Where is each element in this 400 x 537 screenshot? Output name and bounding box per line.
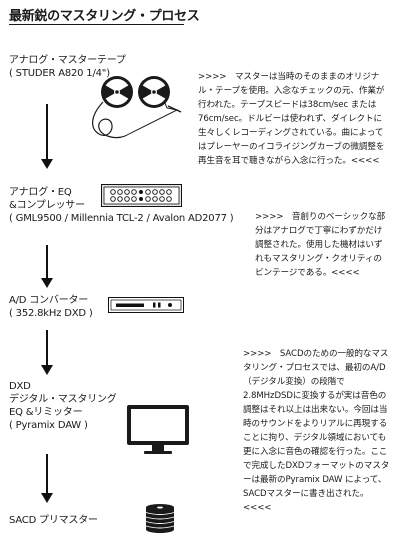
stage-detail: ( Pyramix DAW ) bbox=[9, 420, 88, 431]
converter-icon bbox=[108, 297, 184, 313]
stage-ad-converter: A/D コンバーター ( 352.8kHz DXD ) bbox=[9, 294, 93, 320]
stage-label: DXD bbox=[9, 381, 31, 392]
stage-label: &コンプレッサー bbox=[9, 200, 85, 211]
stage-analog-eq: アナログ・EQ &コンプレッサー ( GML9500 / Millennia T… bbox=[9, 186, 234, 225]
monitor-icon bbox=[127, 405, 189, 454]
stage-dxd-digital-mastering: DXD デジタル・マスタリング EQ &リミッター ( Pyramix DAW … bbox=[9, 380, 117, 432]
stage-label: SACD プリマスター bbox=[9, 515, 98, 526]
stage-label: A/D コンバーター bbox=[9, 295, 89, 306]
stage-label: デジタル・マスタリング bbox=[9, 394, 117, 405]
flow-arrow bbox=[41, 330, 53, 375]
stage-detail: ( STUDER A820 1/4") bbox=[9, 68, 110, 79]
stage-sacd-premaster: SACD プリマスター bbox=[9, 514, 98, 527]
eq-unit-icon bbox=[101, 184, 182, 207]
note-master-tape: >>>> マスターは当時のそのままのオリジナル・テープを使用。入念なチェックの元… bbox=[198, 72, 385, 166]
tape-reel-icon bbox=[92, 76, 182, 139]
disc-stack-icon bbox=[145, 504, 175, 533]
flow-arrow bbox=[41, 454, 53, 503]
page-title: 最新鋭のマスタリング・プロセス bbox=[9, 9, 200, 24]
note-digital-mastering: >>>> SACDのための一般的なマスタリング・プロセスでは、最初のA/D（デジ… bbox=[243, 349, 390, 513]
flow-arrow bbox=[41, 245, 53, 288]
stage-label: EQ &リミッター bbox=[9, 407, 83, 418]
flow-arrow bbox=[41, 104, 53, 169]
stage-detail: ( GML9500 / Millennia TCL-2 / Avalon AD2… bbox=[9, 213, 234, 224]
stage-label: アナログ・EQ bbox=[9, 187, 72, 198]
stage-analog-master-tape: アナログ・マスターテープ ( STUDER A820 1/4") bbox=[9, 54, 126, 80]
stage-detail: ( 352.8kHz DXD ) bbox=[9, 308, 93, 319]
note-analog-eq: >>>> 音創りのベーシックな部分はアナログで丁寧にわずかだけ調整された。使用し… bbox=[255, 212, 386, 278]
title-underline bbox=[9, 24, 184, 25]
stage-label: アナログ・マスターテープ bbox=[9, 55, 126, 66]
